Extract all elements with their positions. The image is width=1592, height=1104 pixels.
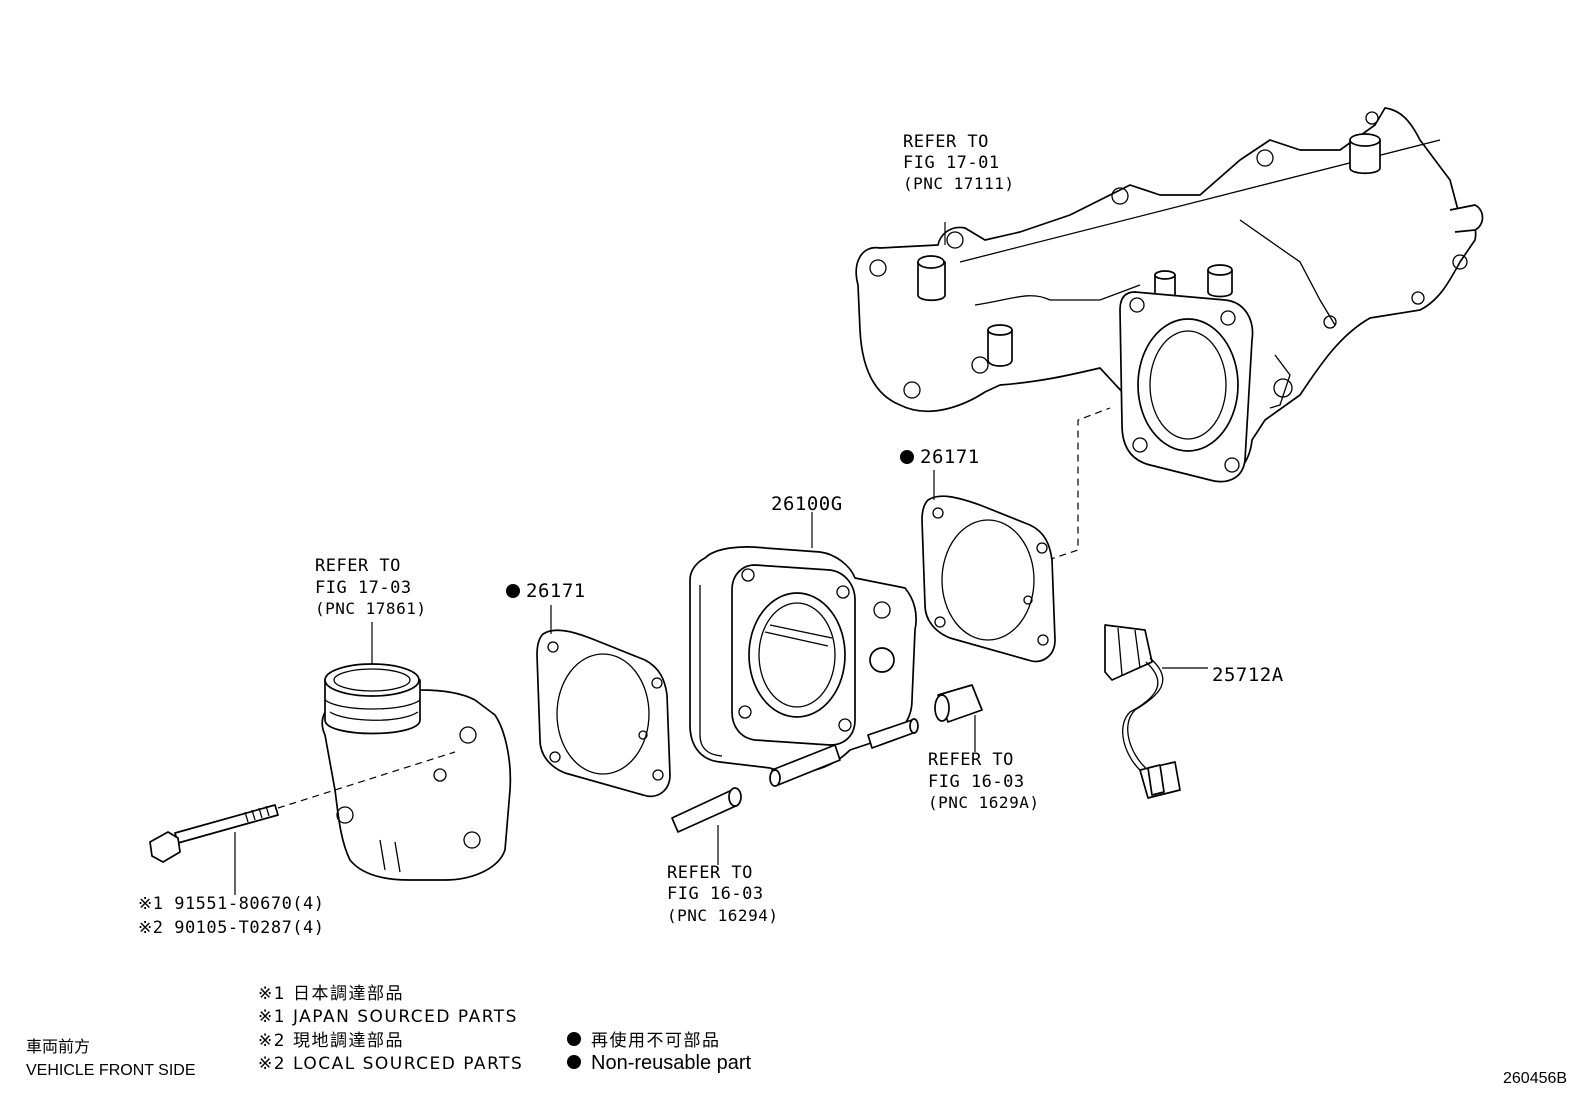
ref-hose-lower-line2: FIG 16-03 <box>667 884 764 904</box>
bolt-part-number-1: ※1 91551-80670(4) <box>138 894 325 914</box>
ref-manifold-line2: FIG 17-01 <box>903 153 1000 173</box>
non-reusable-dot-left <box>506 584 520 598</box>
intake-manifold <box>855 107 1484 483</box>
part-number-gasket-right: 26171 <box>920 446 980 468</box>
throttle-body <box>689 546 919 787</box>
legend-dot-icon-en <box>567 1055 581 1069</box>
ref-hose-lower-line3: (PNC 16294) <box>667 906 778 925</box>
ref-inlet-line3: (PNC 17861) <box>315 599 426 618</box>
non-reusable-dot-right <box>900 450 914 464</box>
legend-non-reusable-en: Non-reusable part <box>591 1052 752 1074</box>
legend-local-sourced-jp: ※2 現地調達部品 <box>258 1031 404 1051</box>
legend-dot-icon-jp <box>567 1032 581 1046</box>
part-number-harness: 25712A <box>1212 664 1284 686</box>
vehicle-front-side-jp: 車両前方 <box>26 1038 90 1056</box>
ref-inlet-line1: REFER TO <box>315 556 401 576</box>
legend-japan-sourced-jp: ※1 日本調達部品 <box>258 984 404 1004</box>
gasket-left <box>536 629 671 798</box>
ref-hose-upper-line2: FIG 16-03 <box>928 772 1025 792</box>
ref-hose-upper-line1: REFER TO <box>928 750 1014 770</box>
ref-manifold-line1: REFER TO <box>903 132 989 152</box>
ref-hose-upper-line3: (PNC 1629A) <box>928 793 1039 812</box>
bolt <box>149 804 279 863</box>
gasket-right <box>921 495 1056 663</box>
figure-id: 260456B <box>1503 1070 1567 1087</box>
alignment-line-left <box>277 751 456 809</box>
hose-lower <box>671 787 742 833</box>
legend-local-sourced-en: ※2 LOCAL SOURCED PARTS <box>258 1054 523 1074</box>
legend-japan-sourced-en: ※1 JAPAN SOURCED PARTS <box>258 1007 518 1027</box>
ref-hose-lower-line1: REFER TO <box>667 863 753 883</box>
legend-non-reusable-jp: 再使用不可部品 <box>591 1030 721 1051</box>
part-number-throttle-body: 26100G <box>771 493 843 515</box>
alignment-line-right <box>1047 407 1111 561</box>
ref-manifold-line3: (PNC 17111) <box>903 174 1014 193</box>
bolt-part-number-2: ※2 90105-T0287(4) <box>138 918 325 938</box>
ref-inlet-line2: FIG 17-03 <box>315 578 412 598</box>
part-number-gasket-left: 26171 <box>526 580 586 602</box>
hose-upper <box>934 684 983 723</box>
air-inlet-housing <box>321 663 512 881</box>
vehicle-front-side-en: VEHICLE FRONT SIDE <box>26 1062 196 1079</box>
wire-harness <box>1104 624 1181 799</box>
